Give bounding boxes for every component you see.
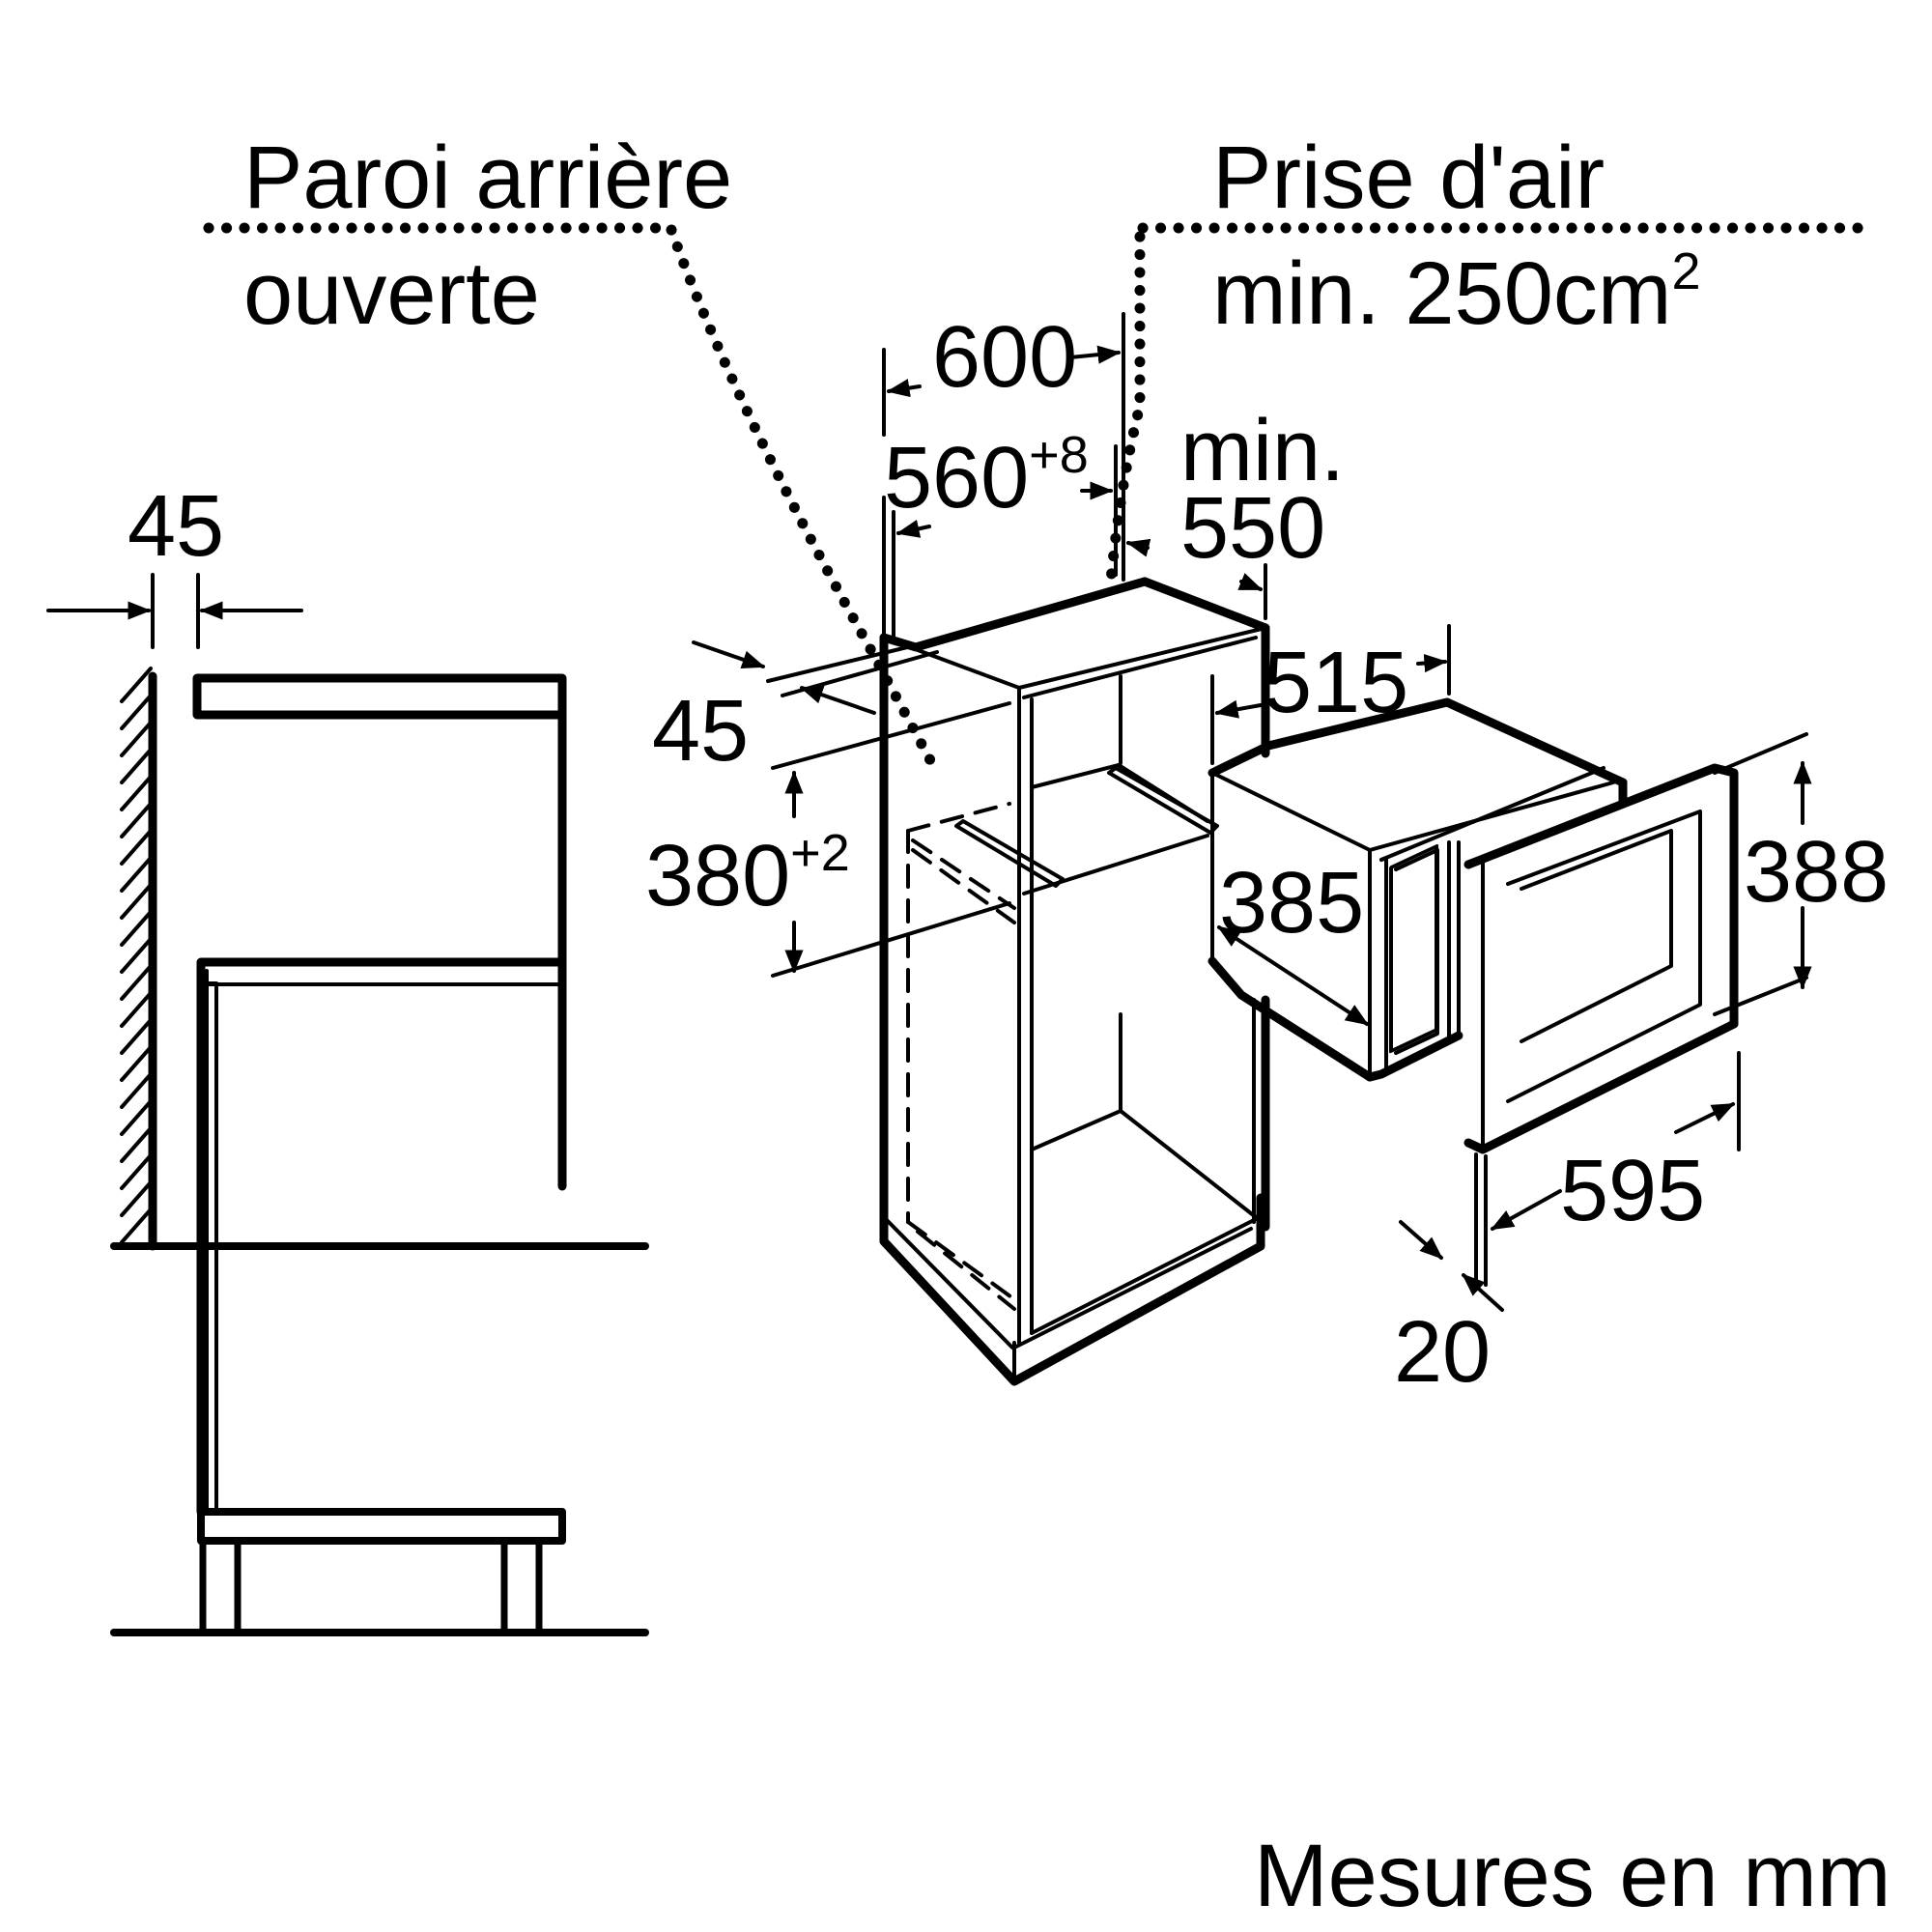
air-intake-label-line1: Prise d'air xyxy=(1212,128,1605,227)
tall-cabinet xyxy=(203,222,1880,1386)
dim-niche-depth: 550 xyxy=(1180,480,1326,577)
dim-niche-height-tolerance: +2 xyxy=(790,824,850,882)
cabinet-leg xyxy=(500,1537,543,1636)
dim-cabinet-width: 600 xyxy=(932,309,1078,406)
air-intake-value: min. 250cm xyxy=(1212,244,1672,343)
dim-front-gap: 45 xyxy=(652,683,750,780)
dim-frame-thickness: 20 xyxy=(1394,1304,1492,1401)
dim-niche-width: 560+8 xyxy=(884,429,1089,522)
dim-side-gap: 45 xyxy=(128,478,225,575)
rear-wall-label-line2: ouverte xyxy=(243,244,540,343)
dim-niche-height-value: 380 xyxy=(645,828,791,924)
cabinet-leg xyxy=(199,1537,242,1636)
dim-niche-height: 380+2 xyxy=(645,827,850,920)
worktop-panel xyxy=(192,673,567,720)
wall-hatching xyxy=(120,667,157,1251)
dim-niche-depth-min: min. xyxy=(1180,403,1346,499)
air-intake-label-line2: min. 250cm2 xyxy=(1212,245,1701,338)
air-intake-exponent: 2 xyxy=(1671,242,1701,300)
side-view xyxy=(46,573,649,1636)
dim-frame-width: 595 xyxy=(1560,1143,1706,1239)
dim-niche-width-value: 560 xyxy=(884,430,1030,526)
dim-appliance-depth: 515 xyxy=(1264,635,1409,731)
mounting-frame xyxy=(1463,763,1739,1154)
dim-frame-height: 388 xyxy=(1744,824,1889,921)
appliance-microwave xyxy=(1208,624,1812,1312)
units-footer: Mesures en mm xyxy=(1254,1827,1891,1925)
dim-niche-width-tolerance: +8 xyxy=(1029,426,1089,484)
rear-wall-label-line1: Paroi arrière xyxy=(243,128,733,227)
dim-appliance-height: 385 xyxy=(1219,855,1365,952)
